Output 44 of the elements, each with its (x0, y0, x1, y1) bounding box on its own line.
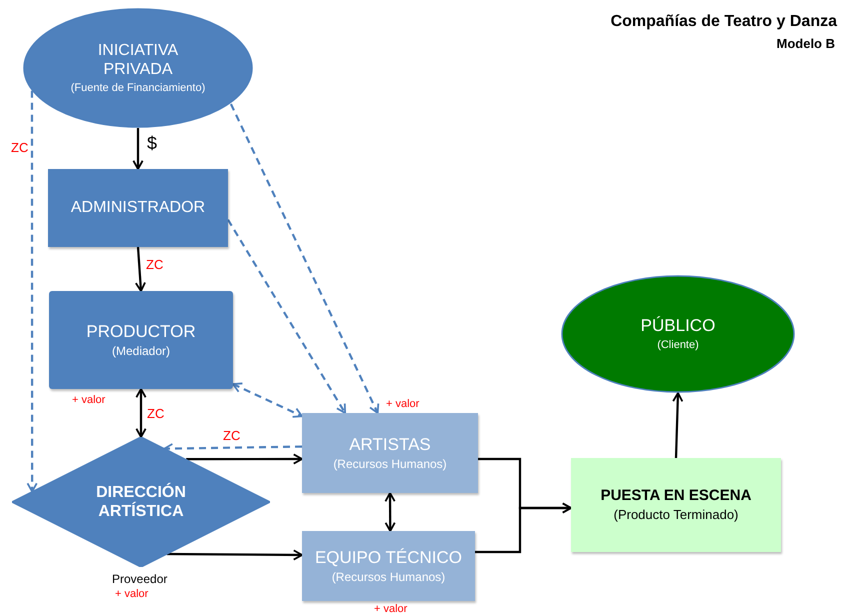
value-note: + valor (72, 394, 106, 406)
node-subtitle: (Recursos Humanos) (333, 457, 447, 472)
edge-label: ZC (222, 429, 242, 444)
node-subtitle: (Fuente de Financiamiento) (70, 82, 206, 95)
edge-label: ZC (145, 258, 164, 272)
node-subtitle: (Cliente) (657, 338, 699, 352)
dashed-arrow (227, 219, 346, 414)
process-box (302, 413, 478, 493)
value-note: + valor (386, 398, 420, 410)
dashed-arrow (230, 104, 380, 414)
node-title: DIRECCIÓN ARTÍSTICA (95, 482, 187, 522)
node-title: INICIATIVA PRIVADA (96, 41, 180, 80)
node-title: ARTISTAS (349, 434, 431, 455)
double-arrow (136, 388, 146, 438)
process-box (302, 531, 475, 601)
arrow (134, 246, 146, 292)
process-box (571, 458, 781, 552)
arrow (475, 502, 572, 554)
node-title: PRODUCTOR (86, 322, 196, 342)
oval-node (23, 8, 253, 128)
node-title: PÚBLICO (640, 316, 716, 337)
double-arrow (384, 492, 396, 532)
node-title: EQUIPO TÉCNICO (314, 548, 462, 568)
value-note: + valor (115, 588, 148, 600)
arrow (186, 454, 303, 464)
node-title: PUESTA EN ESCENA (600, 487, 752, 506)
arrow (672, 392, 684, 458)
process-box (48, 169, 228, 247)
value-note: + valor (374, 603, 408, 616)
node-subtitle: (Recursos Humanos) (332, 570, 446, 584)
oval-node (561, 275, 795, 393)
dashed-arrow (26, 90, 38, 493)
arrow (132, 128, 144, 170)
role-label: Proveedor (112, 573, 168, 586)
dashed-arrow (232, 382, 303, 418)
process-box (49, 291, 233, 389)
arrow (166, 549, 303, 560)
edge-label: ZC (146, 407, 166, 422)
edge-label: ZC (10, 141, 30, 156)
subtitle: Modelo B (776, 37, 835, 52)
node-title: ADMINISTRADOR (70, 198, 206, 218)
node-subtitle: (Mediador) (112, 344, 170, 358)
diagram-title: Compañías de Teatro y Danza (610, 13, 837, 31)
node-subtitle: (Producto Terminado) (614, 507, 738, 523)
